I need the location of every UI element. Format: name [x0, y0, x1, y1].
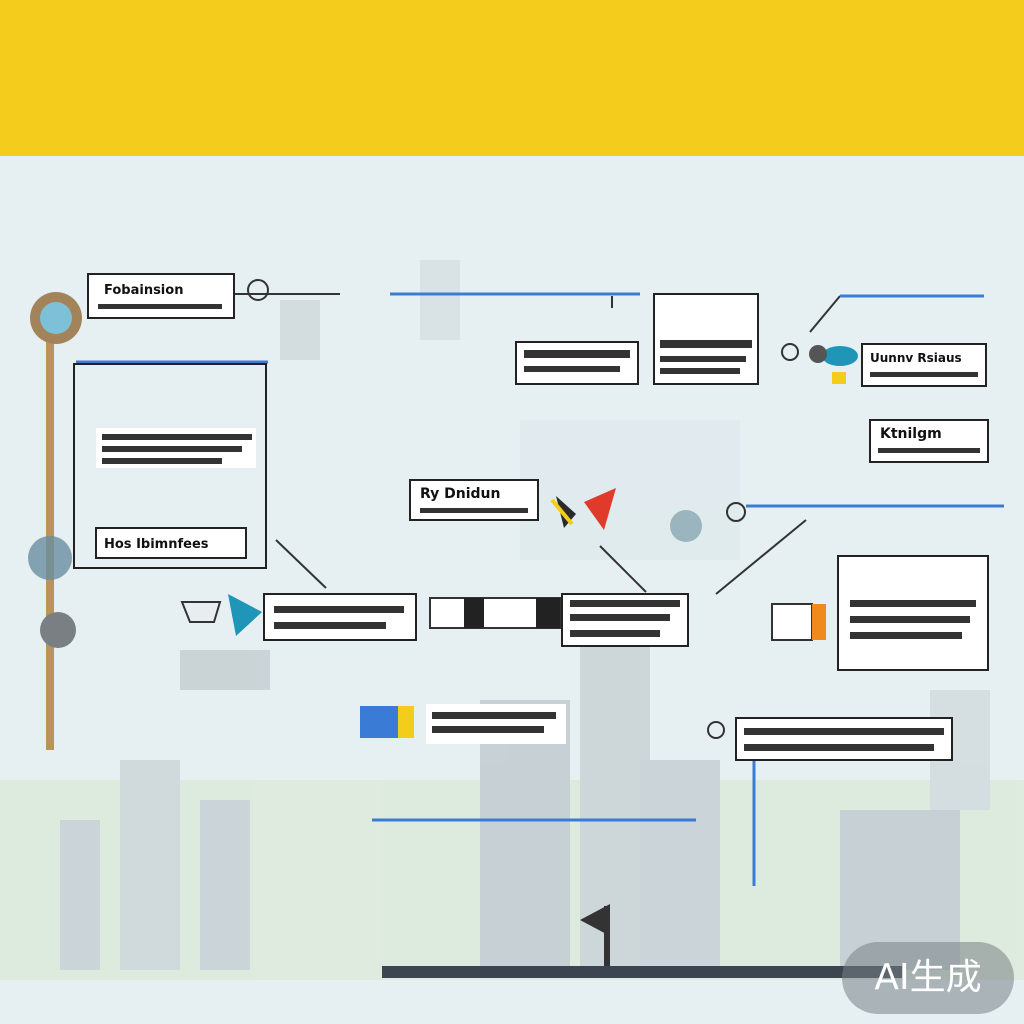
gear-icon [247, 279, 799, 739]
title-banner [0, 0, 1024, 156]
ai-generated-badge: AI生成 [842, 942, 1014, 1014]
flow-box-10 [561, 593, 689, 647]
flow-box-label: Ktnilgm [880, 426, 942, 442]
flow-box-5 [515, 341, 639, 385]
teal-circle-icon [670, 510, 702, 542]
flow-box-label: Hos Ibimnfees [104, 537, 209, 552]
ground-bar [382, 966, 902, 978]
flow-box-13 [735, 717, 953, 761]
flow-box-11 [837, 555, 989, 671]
flow-box-2 [73, 363, 267, 569]
flow-box-6 [653, 293, 759, 385]
orange-block-icon [771, 603, 826, 641]
yellow-blue-block-icon [360, 706, 414, 738]
red-arrow-icon [550, 488, 616, 530]
flow-box-7: Uunnv Rsiaus [861, 343, 987, 387]
flow-box-label: Ry Dnidun [420, 486, 501, 502]
flow-box-12 [426, 704, 566, 744]
flow-box-3: Hos Ibimnfees [95, 527, 247, 559]
bird-icon [809, 345, 858, 384]
teal-arrow-icon [180, 594, 262, 636]
flow-box-label: Uunnv Rsiaus [870, 351, 962, 365]
flag-icon [580, 904, 610, 966]
connectors [76, 292, 1004, 886]
film-strip-icon [429, 597, 561, 629]
flow-box-8: Ktnilgm [869, 419, 989, 463]
background-cityscape [0, 260, 1024, 980]
flow-box-9 [263, 593, 417, 641]
left-timeline-pole [28, 292, 82, 750]
flow-box-1: Fobainsion [87, 273, 235, 319]
flow-box-4: Ry Dnidun [409, 479, 539, 521]
flow-box-label: Fobainsion [104, 283, 183, 298]
